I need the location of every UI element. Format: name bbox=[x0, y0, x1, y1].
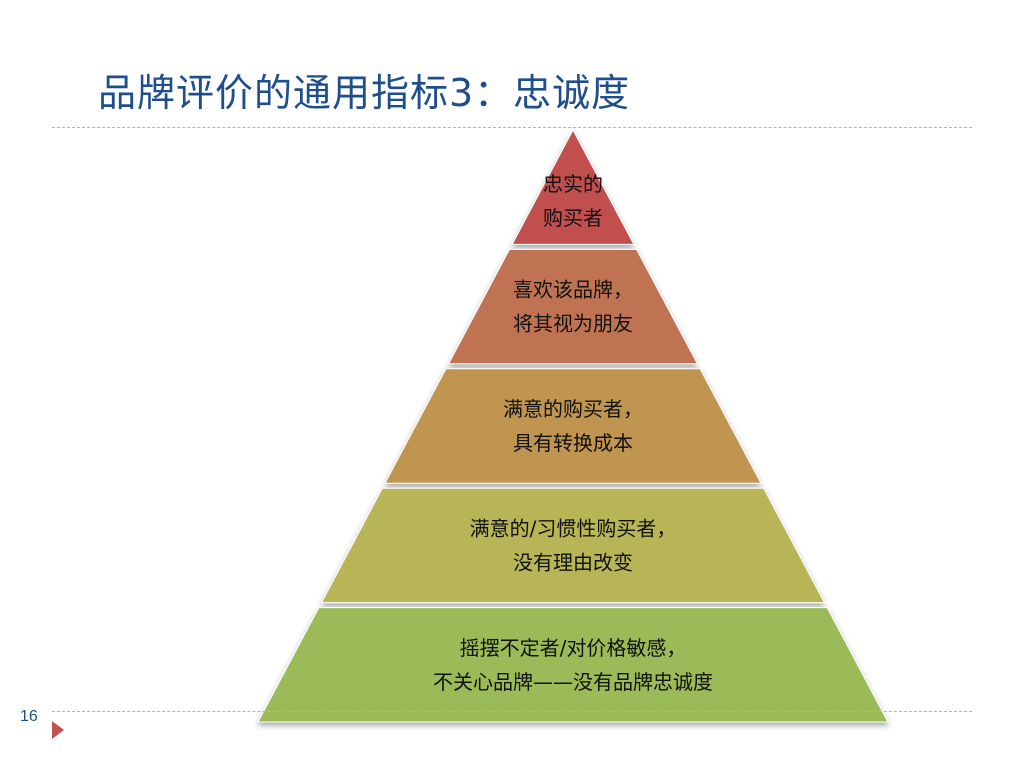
pyramid-level-4 bbox=[320, 487, 826, 604]
pyramid-level-3-label: 满意的购买者， bbox=[503, 397, 643, 421]
pyramid-level-3 bbox=[384, 368, 762, 484]
pyramid-level-4-label: 没有理由改变 bbox=[513, 550, 633, 574]
footer-divider bbox=[52, 711, 972, 712]
pyramid-level-1-label: 忠实的 bbox=[543, 172, 603, 196]
triangle-right-icon[interactable] bbox=[52, 721, 64, 739]
title-divider bbox=[52, 127, 972, 128]
page-number: 16 bbox=[20, 708, 38, 725]
pyramid-level-4-label: 满意的/习惯性购买者， bbox=[470, 516, 677, 540]
pyramid-level-5-label: 摇摆不定者/对价格敏感， bbox=[460, 636, 687, 660]
pyramid-level-2 bbox=[447, 248, 699, 365]
pyramid-level-5 bbox=[257, 607, 889, 723]
pyramid-level-1-label: 购买者 bbox=[543, 206, 603, 230]
pyramid-level-1 bbox=[511, 128, 635, 245]
pyramid-level-3-label: 具有转换成本 bbox=[513, 431, 633, 455]
pyramid-level-2-label: 将其视为朋友 bbox=[513, 312, 633, 336]
pyramid-level-2-label: 喜欢该品牌， bbox=[513, 278, 633, 302]
slide-title: 品牌评价的通用指标3：忠诚度 bbox=[98, 71, 631, 115]
pyramid-level-5-label: 不关心品牌——没有品牌忠诚度 bbox=[433, 670, 713, 694]
